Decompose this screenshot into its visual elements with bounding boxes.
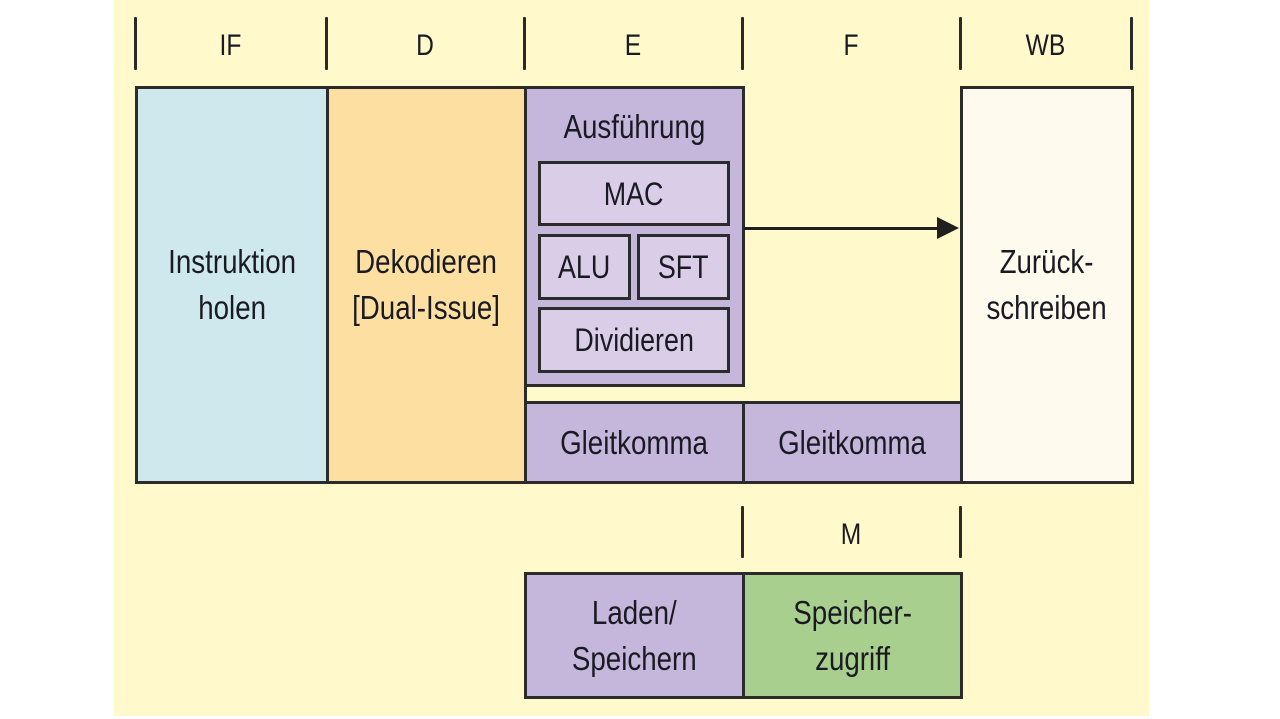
- divide-unit: Dividieren: [538, 307, 730, 373]
- fetch-block: Instruktion holen: [135, 86, 329, 484]
- alu-label: ALU: [558, 249, 611, 285]
- load-store-label: Laden/ Speichern: [572, 593, 697, 677]
- decode-block: Dekodieren [Dual-Issue]: [326, 86, 527, 484]
- stage-divider: [325, 17, 328, 70]
- writeback-block: Zurück- schreiben: [960, 86, 1134, 484]
- stage-label-if: IF: [219, 29, 242, 62]
- decode-label: Dekodieren [Dual-Issue]: [352, 243, 501, 326]
- mac-label: MAC: [604, 175, 664, 212]
- load-store-block: Laden/ Speichern: [524, 572, 745, 699]
- float-execute-block: Gleitkomma: [524, 401, 745, 484]
- stage-divider: [959, 17, 962, 70]
- writeback-label: Zurück- schreiben: [986, 243, 1108, 326]
- float-execute-label: Gleitkomma: [560, 423, 709, 461]
- stage-divider: [1130, 17, 1133, 70]
- stage-divider: [959, 506, 962, 558]
- arrow-head-icon: [937, 217, 959, 239]
- fetch-label: Instruktion holen: [168, 243, 296, 326]
- sft-unit: SFT: [637, 234, 730, 300]
- float-finish-block: Gleitkomma: [742, 401, 963, 484]
- alu-unit: ALU: [538, 234, 631, 300]
- memory-access-block: Speicher- zugriff: [742, 572, 963, 699]
- memory-access-label: Speicher- zugriff: [793, 593, 912, 677]
- sft-label: SFT: [658, 249, 709, 285]
- stage-label-e: E: [624, 29, 642, 62]
- mac-unit: MAC: [538, 161, 730, 226]
- stage-divider: [741, 17, 744, 70]
- stage-label-wb: WB: [1025, 29, 1066, 62]
- divide-label: Dividieren: [574, 322, 694, 358]
- stage-label-d: D: [416, 29, 434, 62]
- stage-divider: [523, 17, 526, 70]
- stage-divider: [741, 506, 744, 558]
- float-finish-label: Gleitkomma: [778, 423, 927, 461]
- execute-to-writeback-arrow: [744, 227, 940, 230]
- stage-label-f: F: [843, 29, 859, 62]
- stage-label-m: M: [840, 518, 862, 551]
- stage-divider: [134, 17, 137, 70]
- execute-title: Ausführung: [563, 108, 706, 145]
